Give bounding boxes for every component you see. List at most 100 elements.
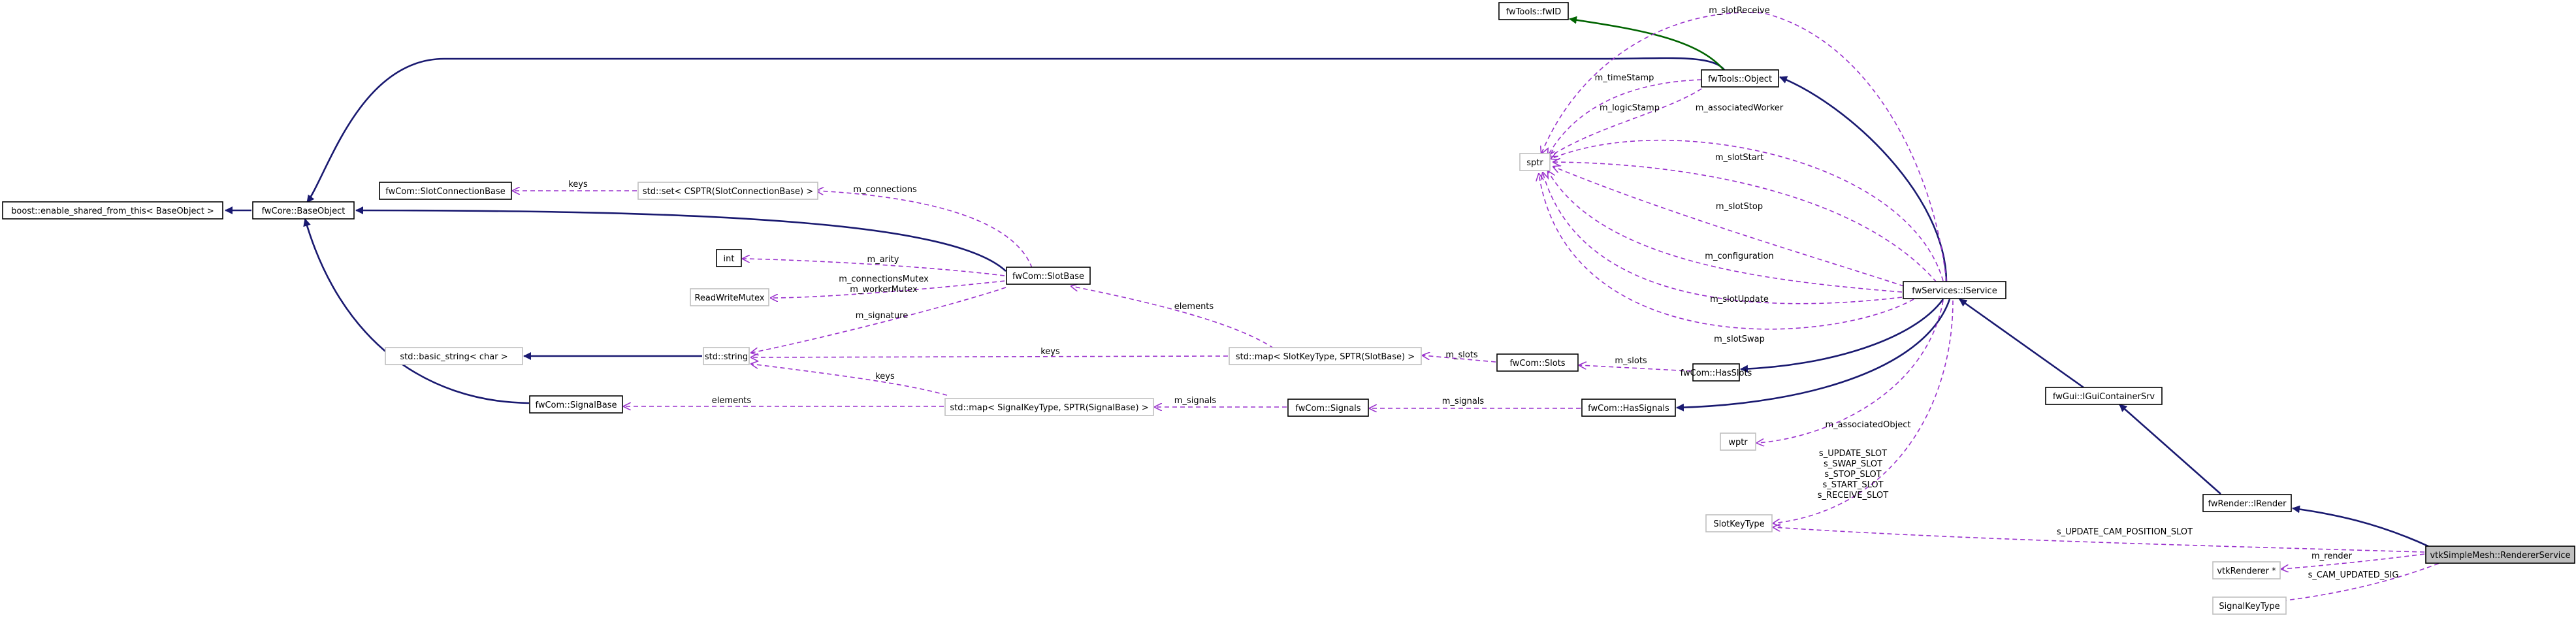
edge-mapsignal-to-string <box>751 364 948 396</box>
class-node-map-signal[interactable]: std::map< SignalKeyType, SPTR(SignalBase… <box>944 398 1154 416</box>
edge-iservice-to-sptr-worker <box>1551 139 1944 282</box>
class-node-vtk-renderer[interactable]: vtkRenderer * <box>2212 561 2281 579</box>
class-node-signals[interactable]: fwCom::Signals <box>1287 399 1369 417</box>
svg-text:fwTools::Object: fwTools::Object <box>1708 74 1772 84</box>
edge-label-slot-key: s_SWAP_SLOT <box>1824 459 1882 469</box>
class-node-set-cs[interactable]: std::set< CSPTR(SlotConnectionBase) > <box>637 182 818 200</box>
svg-text:std::set< CSPTR(SlotConnection: std::set< CSPTR(SlotConnectionBase) > <box>643 187 813 197</box>
svg-text:fwCom::SignalBase: fwCom::SignalBase <box>535 400 617 410</box>
edge-label-slotstop: m_slotStop <box>1716 202 1763 212</box>
edge-iservice-to-sptr-slotswap <box>1539 174 1914 330</box>
edge-label-slot-key: s_UPDATE_SLOT <box>1819 449 1887 459</box>
class-node-basic-string[interactable]: std::basic_string< char > <box>385 347 523 365</box>
edge-iservice-to-hasslots <box>1740 299 1944 373</box>
class-node-std-string[interactable]: std::string <box>703 347 750 365</box>
class-node-has-signals[interactable]: fwCom::HasSignals <box>1581 399 1676 417</box>
class-node-sptr[interactable]: sptr <box>1519 153 1551 171</box>
svg-text:vtkRenderer *: vtkRenderer * <box>2217 566 2276 576</box>
edge-renderer-to-irender <box>2292 505 2430 548</box>
class-node-base-object[interactable]: fwCore::BaseObject <box>252 201 355 220</box>
svg-text:wptr: wptr <box>1728 438 1748 448</box>
class-node-wptr[interactable]: wptr <box>1720 432 1756 451</box>
edge-slotbase-to-baseobject <box>355 206 1006 272</box>
class-node-enable-shared[interactable]: boost::enable_shared_from_this< BaseObje… <box>2 201 223 220</box>
svg-text:SlotKeyType: SlotKeyType <box>1713 519 1764 529</box>
edge-iservice-to-hassignals <box>1676 299 1951 412</box>
edge-iservice-to-sptr-slotreceive <box>1541 12 1947 282</box>
edge-label-logicstamp: m_logicStamp <box>1600 103 1660 113</box>
class-node-map-slot[interactable]: std::map< SlotKeyType, SPTR(SlotBase) > <box>1229 347 1422 365</box>
edge-object-to-sptr-logicstamp <box>1549 84 1709 157</box>
svg-text:fwTools::fwID: fwTools::fwID <box>1506 7 1562 17</box>
edge-renderer-to-slotkeytype <box>1773 527 2425 553</box>
edge-label-slotswap: m_slotSwap <box>1714 334 1765 344</box>
svg-text:fwCore::BaseObject: fwCore::BaseObject <box>262 206 346 216</box>
edge-label-cam-updated: s_CAM_UPDATED_SIG <box>2308 570 2399 580</box>
edge-iservice-to-sptr-slotupdate <box>1543 172 1903 304</box>
svg-text:std::map< SignalKeyType, SPTR(: std::map< SignalKeyType, SPTR(SignalBase… <box>950 403 1148 413</box>
class-node-irender[interactable]: fwRender::IRender <box>2202 494 2292 512</box>
edge-iservice-to-slotkeytype <box>1773 300 1954 523</box>
class-node-slot-key-type[interactable]: SlotKeyType <box>1705 514 1773 532</box>
svg-text:fwCom::HasSlots: fwCom::HasSlots <box>1681 368 1752 378</box>
class-node-slot-base[interactable]: fwCom::SlotBase <box>1006 267 1091 285</box>
class-node-slot-connection-base[interactable]: fwCom::SlotConnectionBase <box>379 182 512 200</box>
edge-label-render: m_render <box>2311 551 2353 561</box>
edge-label-slots: m_slots <box>1445 350 1478 360</box>
class-node-slots[interactable]: fwCom::Slots <box>1496 353 1579 372</box>
edge-label-signals: m_signals <box>1442 397 1485 406</box>
edge-mapslot-to-string <box>751 356 1229 357</box>
svg-text:std::string: std::string <box>705 352 748 362</box>
edge-label-slot-key: s_STOP_SLOT <box>1824 470 1881 480</box>
edge-labels: keys m_connections m_arity m_connections… <box>568 6 2398 580</box>
class-node-object[interactable]: fwTools::Object <box>1701 69 1779 88</box>
edge-label-slotreceive: m_slotReceive <box>1709 6 1770 16</box>
edge-slotbase-to-mutex <box>771 280 1005 298</box>
svg-text:fwCom::SlotConnectionBase: fwCom::SlotConnectionBase <box>385 187 506 197</box>
edge-label-signature: m_signature <box>856 311 908 321</box>
edge-label-associatedobject: m_associatedObject <box>1825 420 1910 430</box>
edge-mapslot-to-slotbase <box>1071 286 1274 349</box>
class-node-has-slots[interactable]: fwCom::HasSlots <box>1681 363 1752 382</box>
edge-hasslots-to-slots <box>1579 365 1692 372</box>
class-node-signal-base[interactable]: fwCom::SignalBase <box>529 395 623 414</box>
class-node-gui-container[interactable]: fwGui::IGuiContainerSrv <box>2045 387 2163 405</box>
class-node-iservice[interactable]: fwServices::IService <box>1903 281 2006 299</box>
class-node-renderer-service[interactable]: vtkSimpleMesh::RendererService <box>2425 546 2575 564</box>
edge-slots-to-mapslot <box>1423 355 1496 363</box>
edge-signalbase-to-baseobject <box>303 218 530 404</box>
svg-text:fwCom::HasSignals: fwCom::HasSignals <box>1588 404 1669 414</box>
class-node-fwid[interactable]: fwTools::fwID <box>1498 2 1569 20</box>
edge-iservice-to-sptr-configuration <box>1548 171 1903 293</box>
edge-label-elements: elements <box>1174 302 1214 312</box>
edge-iservice-to-object <box>1779 76 1948 283</box>
edge-slotbase-to-set <box>816 191 1033 269</box>
svg-text:fwRender::IRender: fwRender::IRender <box>2208 499 2287 509</box>
svg-text:SignalKeyType: SignalKeyType <box>2219 602 2279 612</box>
svg-text:fwServices::IService: fwServices::IService <box>1912 286 1997 296</box>
class-node-int[interactable]: int <box>716 249 742 267</box>
svg-text:int: int <box>724 254 735 264</box>
edge-label-slotstart: m_slotStart <box>1715 153 1763 163</box>
edge-slotbase-to-string <box>751 287 1006 353</box>
class-node-signal-key-type[interactable]: SignalKeyType <box>2212 596 2287 615</box>
svg-text:vtkSimpleMesh::RendererService: vtkSimpleMesh::RendererService <box>2430 551 2570 561</box>
edge-label-signals: m_signals <box>1174 396 1217 406</box>
edge-label-mutex: m_connectionsMutex <box>839 274 929 284</box>
edges <box>225 12 2447 604</box>
svg-text:ReadWriteMutex: ReadWriteMutex <box>694 293 764 303</box>
edge-label-keys: keys <box>1040 347 1060 357</box>
edge-label-slotupdate: m_slotUpdate <box>1710 295 1769 304</box>
edge-label-connections: m_connections <box>853 185 917 195</box>
class-node-readwrite-mutex[interactable]: ReadWriteMutex <box>690 288 769 306</box>
svg-text:std::map< SlotKeyType, SPTR(Sl: std::map< SlotKeyType, SPTR(SlotBase) > <box>1236 352 1415 362</box>
edge-slotbase-to-int <box>743 259 1005 276</box>
edge-iservice-to-sptr-slotstop <box>1553 167 1905 287</box>
edge-guicontainer-to-iservice <box>1959 298 2084 389</box>
edge-label-arity: m_arity <box>867 255 899 265</box>
edge-label-keys: keys <box>875 372 895 382</box>
edge-label-elements: elements <box>712 396 752 406</box>
edge-label-slot-key: s_RECEIVE_SLOT <box>1818 491 1889 500</box>
